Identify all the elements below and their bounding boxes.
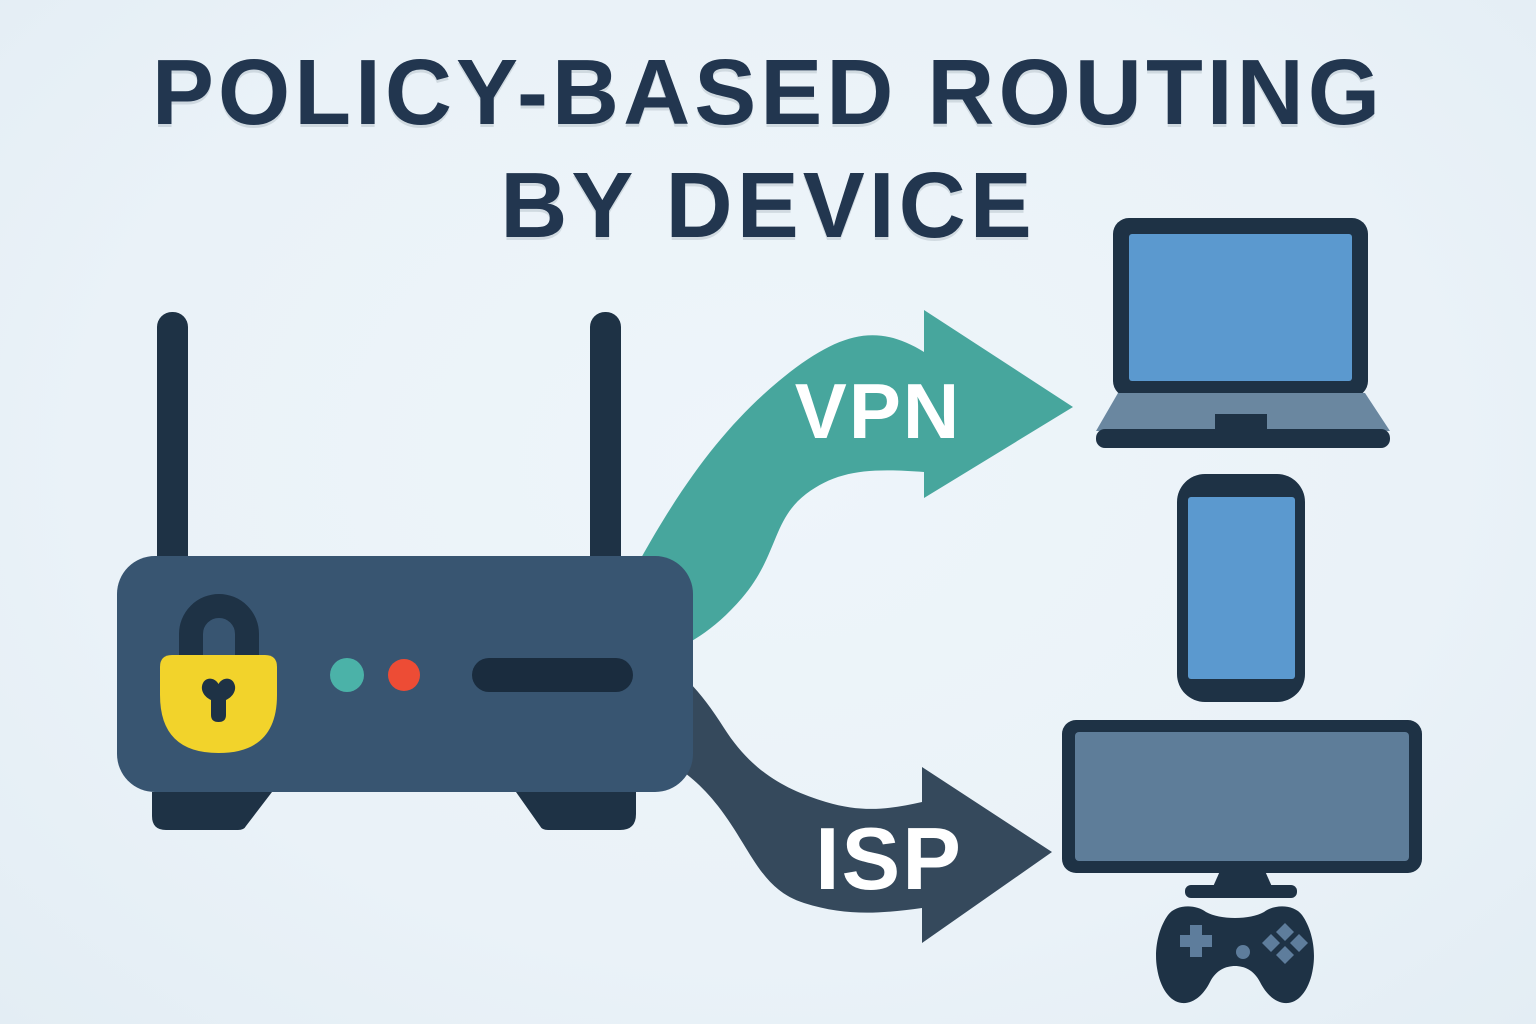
title-line-2: BY DEVICE <box>500 153 1036 257</box>
router-foot-left <box>152 792 272 830</box>
antenna-left-icon <box>157 312 188 572</box>
game-controller-icon <box>1156 906 1314 1004</box>
vpn-arrow-shape <box>640 310 1073 662</box>
vpn-arrow-icon: VPN <box>640 310 1073 662</box>
status-led-red-icon <box>388 659 420 691</box>
isp-arrow-shape <box>643 650 1052 943</box>
tv-stand-base <box>1185 885 1297 898</box>
laptop-notch <box>1215 414 1267 433</box>
vpn-arrow-label: VPN <box>795 367 961 455</box>
phone-screen <box>1188 497 1295 679</box>
controller-center-button <box>1236 945 1250 959</box>
page-title: POLICY-BASED ROUTING BY DEVICE <box>0 36 1536 262</box>
diamond-buttons-icon <box>1262 923 1308 964</box>
antenna-right-icon <box>590 312 621 572</box>
padlock-shackle-icon <box>179 594 259 662</box>
smartphone-icon <box>1177 474 1305 702</box>
laptop-base <box>1096 393 1390 431</box>
keyhole-icon <box>201 678 236 722</box>
title-line-1: POLICY-BASED ROUTING <box>151 40 1385 144</box>
status-led-teal-icon <box>330 658 364 692</box>
tv-screen <box>1075 732 1409 861</box>
isp-arrow-icon: ISP <box>643 650 1052 943</box>
router-icon <box>117 312 693 830</box>
router-foot-right <box>516 792 636 830</box>
laptop-screen <box>1129 234 1352 381</box>
laptop-icon <box>1096 218 1390 448</box>
laptop-bottom-bar <box>1096 429 1390 448</box>
isp-arrow-label: ISP <box>815 809 963 908</box>
tv-icon <box>1062 720 1422 898</box>
dpad-icon <box>1180 925 1212 957</box>
router-dark-parts <box>152 312 636 830</box>
controller-buttons <box>1180 923 1308 964</box>
vent-icon <box>472 658 633 692</box>
tv-stand-neck <box>1212 871 1273 889</box>
